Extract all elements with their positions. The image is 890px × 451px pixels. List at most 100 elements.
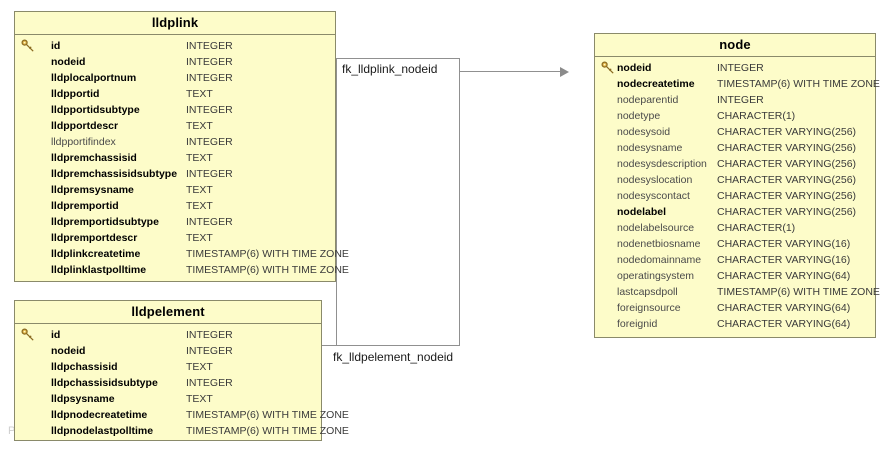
column-name: lldplinklastpolltime <box>51 264 147 276</box>
column-row: lldpportifindex INTEGER <box>15 134 335 150</box>
column-row: nodesysoid CHARACTER VARYING(256) <box>595 124 875 140</box>
column-row: nodesyscontact CHARACTER VARYING(256) <box>595 188 875 204</box>
column-type: CHARACTER VARYING(256) <box>717 206 857 218</box>
column-row: lldpnodecreatetime TIMESTAMP(6) WITH TIME… <box>15 407 349 423</box>
column-row: lldpchassisid TEXT <box>15 359 321 375</box>
column-type: TEXT <box>186 152 213 164</box>
column-row: lldpsysname TEXT <box>15 391 321 407</box>
column-type: INTEGER <box>186 168 233 180</box>
entity-title-lldplink: lldplink <box>15 12 335 35</box>
column-type: INTEGER <box>186 56 233 68</box>
column-type: TEXT <box>186 184 213 196</box>
column-name: nodesysname <box>617 142 683 154</box>
column-type: TIMESTAMP(6) WITH TIME ZONE <box>186 264 349 276</box>
column-row: lastcapsdpoll TIMESTAMP(6) WITH TIME ZONE <box>595 284 880 300</box>
column-row: lldpremportdescr TEXT <box>15 230 335 246</box>
column-name: lldpchassisid <box>51 361 118 373</box>
column-type: TEXT <box>186 120 213 132</box>
column-name: lastcapsdpoll <box>617 286 678 298</box>
column-type: TIMESTAMP(6) WITH TIME ZONE <box>717 286 880 298</box>
primary-key-icon <box>21 328 35 342</box>
column-name: nodenetbiosname <box>617 238 701 250</box>
column-name: lldpchassisidsubtype <box>51 377 158 389</box>
column-row: lldpportdescr TEXT <box>15 118 335 134</box>
column-type: CHARACTER(1) <box>717 110 796 122</box>
column-type: TEXT <box>186 393 213 405</box>
relationship-line-lldpelement-node <box>322 345 336 346</box>
primary-key-icon <box>21 39 35 53</box>
primary-key-icon <box>601 61 615 75</box>
column-type: TIMESTAMP(6) WITH TIME ZONE <box>186 425 349 437</box>
column-name: foreignsource <box>617 302 681 314</box>
column-name: nodesysoid <box>617 126 671 138</box>
column-type: TEXT <box>186 361 213 373</box>
column-type: TEXT <box>186 200 213 212</box>
arrow-head-icon <box>560 67 569 77</box>
column-type: CHARACTER VARYING(256) <box>717 126 857 138</box>
column-row: lldplinklastpolltime TIMESTAMP(6) WITH TI… <box>15 262 349 278</box>
column-name: id <box>51 329 61 341</box>
column-name: nodesyscontact <box>617 190 690 202</box>
column-type: CHARACTER VARYING(256) <box>717 190 857 202</box>
column-type: TEXT <box>186 88 213 100</box>
column-name: lldpportifindex <box>51 136 116 148</box>
entity-title-node: node <box>595 34 875 57</box>
column-name: lldpremsysname <box>51 184 134 196</box>
column-name: lldpportidsubtype <box>51 104 140 116</box>
column-name: nodesyslocation <box>617 174 693 186</box>
column-name: lldplocalportnum <box>51 72 137 84</box>
column-name: nodeid <box>51 345 86 357</box>
column-name: nodesysdescription <box>617 158 707 170</box>
column-type: TEXT <box>186 232 213 244</box>
column-name: lldpremportdescr <box>51 232 138 244</box>
relationship-routing-box <box>336 58 460 346</box>
column-type: TIMESTAMP(6) WITH TIME ZONE <box>186 409 349 421</box>
column-row: nodesysname CHARACTER VARYING(256) <box>595 140 875 156</box>
column-name: id <box>51 40 61 52</box>
column-name: nodetype <box>617 110 661 122</box>
column-name: lldpnodecreatetime <box>51 409 148 421</box>
column-type: INTEGER <box>186 329 233 341</box>
column-type: CHARACTER VARYING(64) <box>717 318 851 330</box>
column-name: lldpremchassisidsubtype <box>51 168 178 180</box>
column-row: nodetype CHARACTER(1) <box>595 108 875 124</box>
column-type: INTEGER <box>186 377 233 389</box>
column-type: INTEGER <box>186 216 233 228</box>
column-name: lldpportdescr <box>51 120 119 132</box>
column-name: nodeparentid <box>617 94 679 106</box>
column-type: CHARACTER VARYING(16) <box>717 254 851 266</box>
column-name: lldpsysname <box>51 393 115 405</box>
column-type: CHARACTER VARYING(256) <box>717 158 857 170</box>
entity-title-lldpelement: lldpelement <box>15 301 321 324</box>
column-type: INTEGER <box>186 136 233 148</box>
column-name: nodecreatetime <box>617 78 695 90</box>
column-name: lldplinkcreatetime <box>51 248 141 260</box>
column-name: foreignid <box>617 318 658 330</box>
column-type: TIMESTAMP(6) WITH TIME ZONE <box>717 78 880 90</box>
column-name: lldpremportid <box>51 200 119 212</box>
column-row: foreignid CHARACTER VARYING(64) <box>595 316 875 332</box>
column-type: CHARACTER(1) <box>717 222 796 234</box>
column-name: nodeid <box>617 62 652 74</box>
column-type: CHARACTER VARYING(256) <box>717 142 857 154</box>
